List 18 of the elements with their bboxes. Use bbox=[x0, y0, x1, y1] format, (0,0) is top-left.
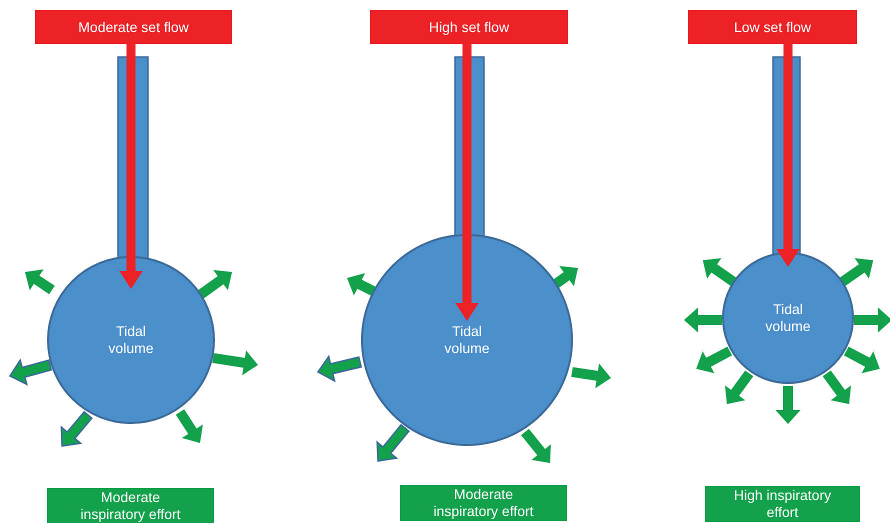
arrow bbox=[455, 44, 479, 321]
node-text: Tidal volume bbox=[443, 323, 491, 357]
effort-box bbox=[47, 488, 214, 523]
node-text: Tidal volume bbox=[107, 323, 155, 357]
node-text: Moderate inspiratory effort bbox=[79, 488, 182, 522]
flow-box bbox=[370, 10, 568, 44]
flow-box bbox=[688, 10, 857, 44]
node-text: High set flow bbox=[428, 18, 510, 36]
arrow bbox=[119, 44, 143, 289]
node-text: Moderate inspiratory effort bbox=[432, 486, 535, 520]
arrow bbox=[776, 44, 800, 267]
node-text: High inspiratory effort bbox=[733, 487, 832, 521]
effort-box bbox=[705, 486, 860, 522]
node-text: Tidal volume bbox=[764, 301, 812, 335]
flow-box bbox=[35, 10, 232, 44]
node-text: Low set flow bbox=[734, 18, 812, 36]
effort-box bbox=[400, 485, 567, 521]
node-text: Moderate set flow bbox=[78, 18, 189, 36]
